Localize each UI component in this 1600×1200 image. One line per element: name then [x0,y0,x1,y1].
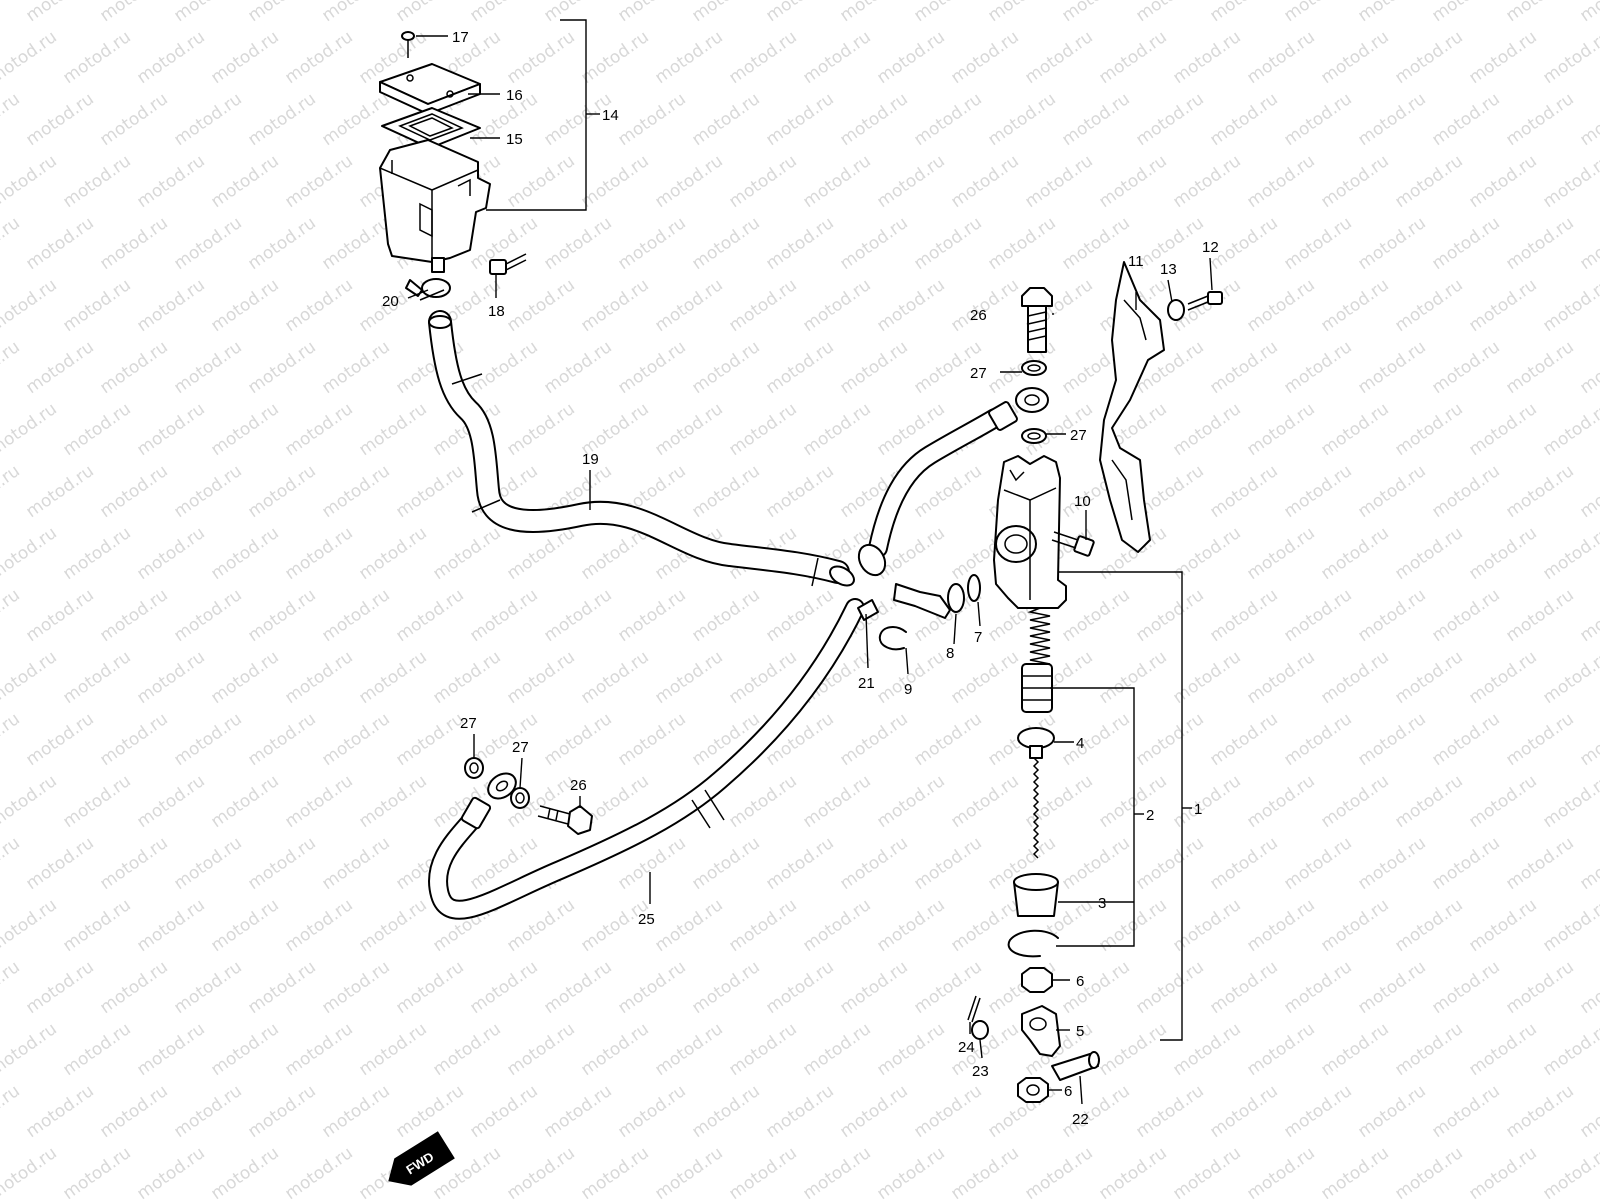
callout-25: 25 [638,911,655,928]
callout-17: 17 [452,29,469,46]
callout-8: 8 [946,645,954,662]
callout-6-upper: 6 [1076,973,1084,990]
brake-hose-upper [868,387,1049,558]
callout-13: 13 [1160,261,1177,278]
callout-26-upper: 26 [970,307,987,324]
callout-10: 10 [1074,493,1091,510]
callout-12: 12 [1202,239,1219,256]
callout-7: 7 [974,629,982,646]
callout-27-upper: 27 [970,365,987,382]
bolt-10 [1051,531,1095,557]
callout-24: 24 [958,1039,975,1056]
brake-hose-lower [428,598,865,920]
guard-11 [1099,261,1165,553]
callout-16: 16 [506,87,523,104]
callout-labels: 1 2 3 4 5 6 6 7 8 9 10 11 12 13 14 15 16… [382,29,1219,1128]
watermark-text: motod.ru [1576,0,1600,26]
bolt-12 [1187,291,1223,311]
callout-27-mid: 27 [1070,427,1087,444]
callout-20: 20 [382,293,399,310]
callout-26-lower: 26 [570,777,587,794]
callout-19: 19 [582,451,599,468]
callout-4: 4 [1076,735,1084,752]
screw-17 [401,31,415,58]
callout-9: 9 [904,681,912,698]
callout-22: 22 [1072,1111,1089,1128]
callout-11: 11 [1128,253,1144,270]
callout-15: 15 [506,131,523,148]
bolt-18 [489,253,527,275]
callout-6-lower: 6 [1064,1083,1072,1100]
callout-2: 2 [1146,807,1154,824]
callout-3: 3 [1098,895,1106,912]
banjo-bolt-26-upper [1021,287,1053,353]
reservoir-assembly [379,31,527,301]
callout-27-lower-right: 27 [512,739,529,756]
callout-18: 18 [488,303,505,320]
callout-21: 21 [858,675,875,692]
callout-1: 1 [1194,801,1202,818]
callout-23: 23 [972,1063,989,1080]
reservoir-hose [428,310,855,587]
callout-27-lower-left: 27 [460,715,477,732]
callout-14: 14 [602,107,619,124]
leader-lines [407,19,1213,1105]
fwd-direction-badge: FWD [388,1131,455,1186]
callout-5: 5 [1076,1023,1084,1040]
master-cylinder-assembly [857,287,1100,1103]
